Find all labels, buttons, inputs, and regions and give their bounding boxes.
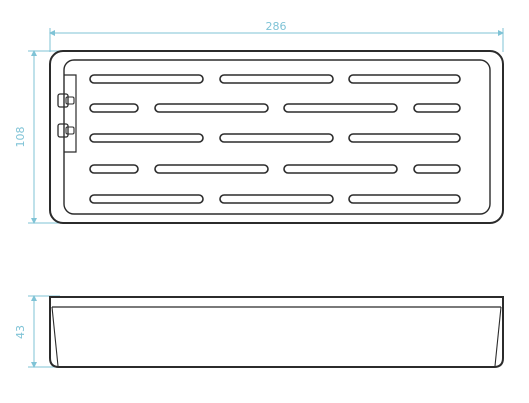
drainage-slot xyxy=(154,164,269,174)
drainage-slot xyxy=(89,164,139,174)
height-label: 108 xyxy=(14,127,27,148)
clip-tab-upper xyxy=(57,93,75,108)
left-clip xyxy=(57,74,77,153)
side-height-label: 43 xyxy=(14,325,27,339)
drainage-slot xyxy=(89,74,204,84)
drainage-slot xyxy=(413,103,461,113)
height-dimension: 108 xyxy=(14,50,60,224)
side-inner-left xyxy=(51,306,59,367)
clip-tab-lower xyxy=(57,123,75,138)
drainage-slot xyxy=(219,74,334,84)
top-view: 286 108 xyxy=(14,20,504,224)
width-dimension: 286 xyxy=(49,20,504,52)
side-view: 43 xyxy=(14,295,504,368)
drainage-slot xyxy=(348,133,461,143)
drainage-slot xyxy=(89,194,204,204)
drainage-slot xyxy=(219,194,334,204)
drainage-slots xyxy=(89,74,461,204)
drainage-slot xyxy=(413,164,461,174)
tray-outer-outline xyxy=(49,50,504,224)
drainage-slot xyxy=(154,103,269,113)
side-profile-outline xyxy=(49,296,504,368)
drainage-slot xyxy=(348,194,461,204)
drainage-slot xyxy=(283,164,398,174)
drainage-slot xyxy=(348,74,461,84)
left-clip-outline xyxy=(64,74,77,153)
drainage-slot xyxy=(283,103,398,113)
side-inner-right xyxy=(494,306,502,367)
side-height-dimension: 43 xyxy=(14,295,60,368)
drainage-slot xyxy=(89,133,204,143)
drainage-slot xyxy=(219,133,334,143)
drainage-slot xyxy=(89,103,139,113)
width-label: 286 xyxy=(266,20,287,33)
